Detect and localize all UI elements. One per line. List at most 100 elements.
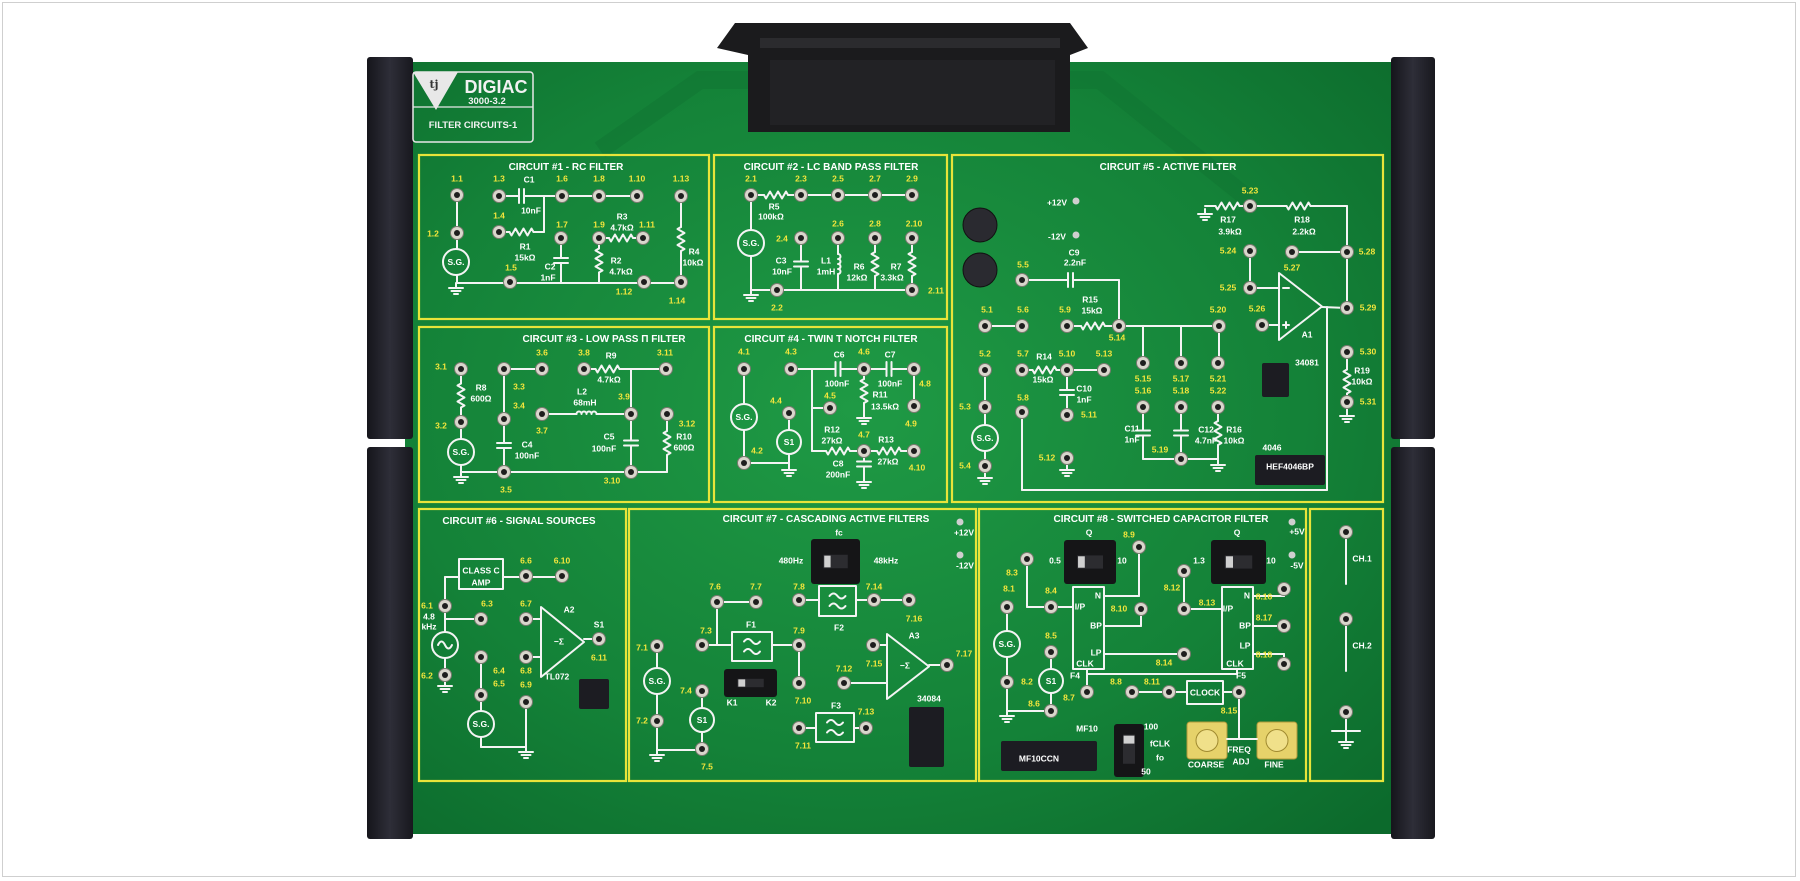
jack-socket[interactable] [1277,619,1291,633]
jack-socket[interactable] [1212,319,1226,333]
slide-switch[interactable] [1064,540,1116,584]
jack-socket[interactable] [1132,540,1146,554]
jack-socket[interactable] [1285,245,1299,259]
jack-socket[interactable] [831,231,845,245]
jack-socket[interactable] [519,695,533,709]
jack-socket[interactable] [1174,356,1188,370]
jack-socket[interactable] [519,612,533,626]
jack-socket[interactable] [592,189,606,203]
power-test-point[interactable] [1288,551,1296,559]
jack-socket[interactable] [454,415,468,429]
jack-socket[interactable] [1136,356,1150,370]
jack-socket[interactable] [1044,645,1058,659]
jack-socket[interactable] [454,362,468,376]
jack-socket[interactable] [1125,685,1139,699]
jack-socket[interactable] [1340,301,1354,315]
jack-socket[interactable] [792,676,806,690]
jack-socket[interactable] [905,188,919,202]
jack-socket[interactable] [1243,244,1257,258]
jack-socket[interactable] [978,459,992,473]
jack-socket[interactable] [519,650,533,664]
jack-socket[interactable] [737,362,751,376]
jack-socket[interactable] [1243,281,1257,295]
jack-socket[interactable] [978,363,992,377]
slide-switch[interactable] [1211,540,1266,584]
power-test-point[interactable] [956,518,964,526]
jack-socket[interactable] [978,400,992,414]
jack-socket[interactable] [744,188,758,202]
jack-socket[interactable] [792,721,806,735]
jack-socket[interactable] [1177,602,1191,616]
jack-socket[interactable] [474,650,488,664]
potentiometer-knob[interactable] [1186,721,1228,760]
slide-switch[interactable] [1114,724,1144,777]
jack-socket[interactable] [695,638,709,652]
jack-socket[interactable] [1177,564,1191,578]
slide-switch[interactable] [811,539,860,584]
jack-socket[interactable] [492,189,506,203]
jack-socket[interactable] [695,684,709,698]
jack-socket[interactable] [1340,345,1354,359]
jack-socket[interactable] [866,638,880,652]
jack-socket[interactable] [1232,685,1246,699]
jack-socket[interactable] [978,319,992,333]
jack-socket[interactable] [438,599,452,613]
jack-socket[interactable] [1340,245,1354,259]
jack-socket[interactable] [1277,582,1291,596]
jack-socket[interactable] [637,275,651,289]
jack-socket[interactable] [555,189,569,203]
jack-socket[interactable] [857,444,871,458]
slide-switch[interactable] [724,669,777,697]
jack-socket[interactable] [792,638,806,652]
jack-socket[interactable] [770,283,784,297]
jack-socket[interactable] [535,407,549,421]
jack-socket[interactable] [1015,405,1029,419]
jack-socket[interactable] [1211,356,1225,370]
jack-socket[interactable] [650,714,664,728]
jack-socket[interactable] [792,593,806,607]
jack-socket[interactable] [624,407,638,421]
jack-socket[interactable] [450,226,464,240]
jack-socket[interactable] [1060,363,1074,377]
jack-socket[interactable] [1211,400,1225,414]
channel-jack[interactable] [1339,612,1353,626]
power-test-point[interactable] [956,551,964,559]
jack-socket[interactable] [492,225,506,239]
potentiometer-knob[interactable] [1256,721,1298,760]
jack-socket[interactable] [823,401,837,415]
jack-socket[interactable] [1136,400,1150,414]
jack-socket[interactable] [907,399,921,413]
jack-socket[interactable] [555,569,569,583]
power-test-point[interactable] [1072,231,1080,239]
jack-socket[interactable] [519,569,533,583]
jack-socket[interactable] [907,362,921,376]
jack-socket[interactable] [438,668,452,682]
jack-socket[interactable] [905,283,919,297]
jack-socket[interactable] [1060,319,1074,333]
jack-socket[interactable] [902,593,916,607]
jack-socket[interactable] [450,188,464,202]
jack-socket[interactable] [660,407,674,421]
jack-socket[interactable] [503,275,517,289]
jack-socket[interactable] [794,188,808,202]
jack-socket[interactable] [1255,318,1269,332]
jack-socket[interactable] [636,231,650,245]
jack-socket[interactable] [837,676,851,690]
jack-socket[interactable] [577,362,591,376]
jack-socket[interactable] [535,362,549,376]
jack-socket[interactable] [1177,647,1191,661]
jack-socket[interactable] [1340,395,1354,409]
jack-socket[interactable] [1015,273,1029,287]
jack-socket[interactable] [857,362,871,376]
jack-socket[interactable] [1060,451,1074,465]
jack-socket[interactable] [1174,452,1188,466]
jack-socket[interactable] [831,188,845,202]
jack-socket[interactable] [1015,363,1029,377]
jack-socket[interactable] [674,189,688,203]
jack-socket[interactable] [859,721,873,735]
jack-socket[interactable] [1134,602,1148,616]
jack-socket[interactable] [1162,685,1176,699]
jack-socket[interactable] [784,362,798,376]
jack-socket[interactable] [1112,319,1126,333]
jack-socket[interactable] [737,456,751,470]
